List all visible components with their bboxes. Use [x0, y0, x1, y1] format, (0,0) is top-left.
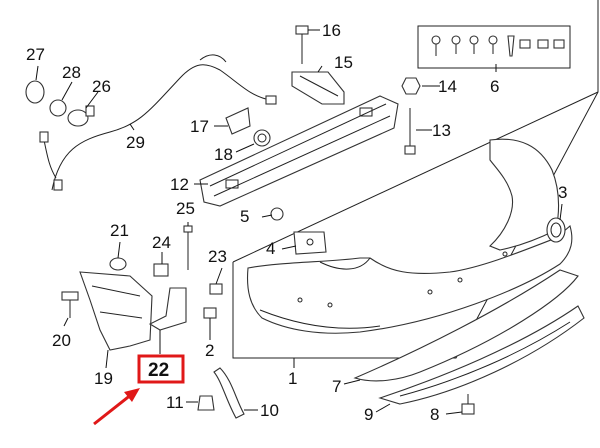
- reflector-part: [546, 217, 566, 243]
- callout-labels: 16 15 14 6 13 17 18 12 25 5 4 3 1 7 9 8 …: [26, 21, 567, 424]
- grommet-18-part: [253, 129, 271, 147]
- bracket-10-part: [213, 367, 245, 419]
- callout-12[interactable]: 12: [170, 175, 189, 194]
- callout-3[interactable]: 3: [558, 183, 567, 202]
- callout-14[interactable]: 14: [438, 77, 457, 96]
- callout-5[interactable]: 5: [240, 207, 249, 226]
- lower-trim-parts: [353, 269, 585, 405]
- nut-14-part: [401, 77, 421, 95]
- bolt-8-part: [461, 394, 475, 415]
- sensor-bracket-part: [291, 71, 345, 105]
- callout-7[interactable]: 7: [332, 377, 341, 396]
- clip-5-part: [270, 207, 284, 221]
- callout-15[interactable]: 15: [334, 53, 353, 72]
- bracket-22-part: [148, 287, 187, 331]
- red-arrow-icon: [93, 388, 140, 426]
- bracket-17-part: [225, 107, 251, 135]
- callout-8[interactable]: 8: [430, 405, 439, 424]
- callout-23[interactable]: 23: [208, 247, 227, 266]
- wiring-harness-part: [39, 54, 277, 191]
- highlight-callout-22: 22: [93, 354, 185, 426]
- leader-lines: [35, 29, 563, 415]
- callout-1[interactable]: 1: [288, 369, 297, 388]
- callout-6[interactable]: 6: [490, 77, 499, 96]
- callout-9[interactable]: 9: [364, 405, 373, 424]
- callout-29[interactable]: 29: [126, 133, 145, 152]
- callout-20[interactable]: 20: [52, 331, 71, 350]
- clip-11-part: [197, 395, 215, 411]
- callout-18[interactable]: 18: [214, 145, 233, 164]
- callout-16[interactable]: 16: [322, 21, 341, 40]
- fastener-kit-part: [417, 25, 571, 69]
- impact-bar-part: [199, 95, 399, 207]
- callout-25[interactable]: 25: [176, 199, 195, 218]
- callout-17[interactable]: 17: [190, 117, 209, 136]
- bolt-13-part: [404, 108, 416, 155]
- highlight-box: [137, 354, 185, 384]
- callout-19[interactable]: 19: [94, 369, 113, 388]
- bolt-16-part: [295, 25, 309, 64]
- park-sensor-parts: [25, 80, 95, 127]
- callout-26[interactable]: 26: [92, 77, 111, 96]
- callout-27[interactable]: 27: [26, 45, 45, 64]
- callout-21[interactable]: 21: [110, 221, 129, 240]
- guide-bracket-19-part: [79, 271, 153, 351]
- callout-11[interactable]: 11: [166, 393, 184, 412]
- callout-13[interactable]: 13: [432, 121, 451, 140]
- callout-28[interactable]: 28: [62, 63, 81, 82]
- callout-10[interactable]: 10: [260, 401, 279, 420]
- callout-24[interactable]: 24: [152, 233, 171, 252]
- bracket-4-part: [293, 231, 327, 255]
- callout-2[interactable]: 2: [205, 341, 214, 360]
- callout-4[interactable]: 4: [266, 239, 275, 258]
- callout-22[interactable]: 22: [148, 360, 169, 381]
